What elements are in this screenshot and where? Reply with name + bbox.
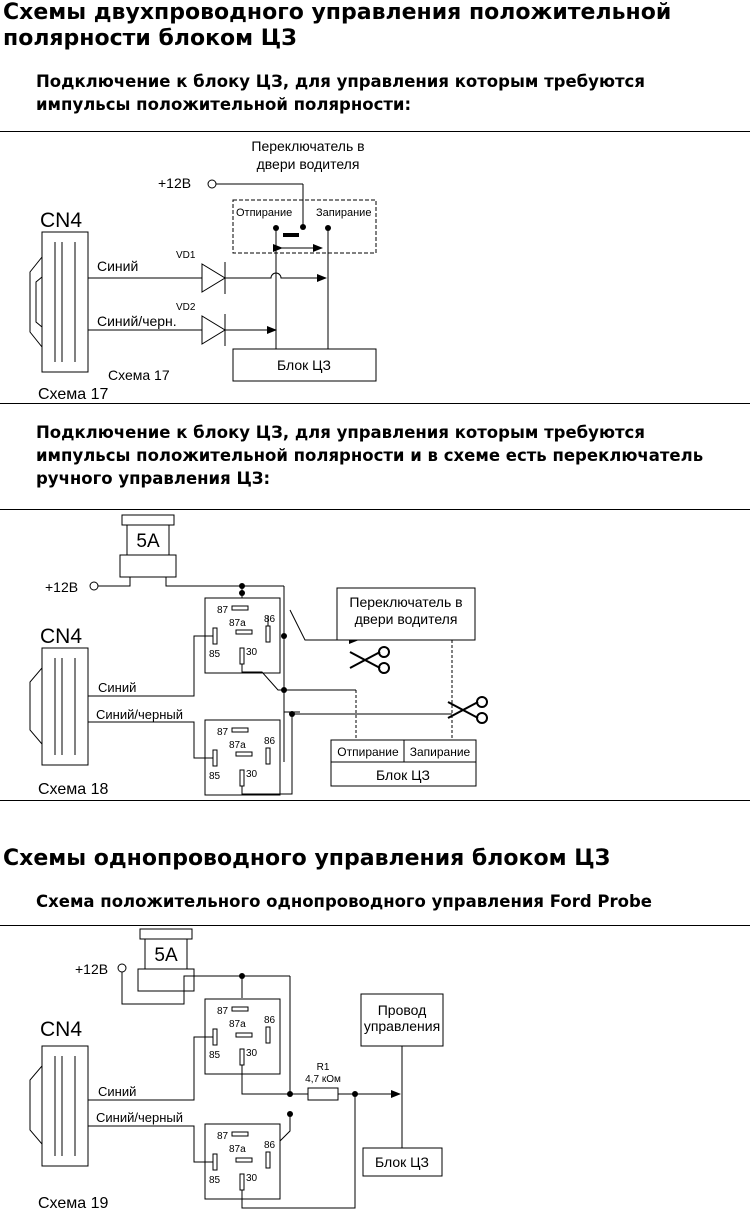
inner-caption: Схема 17	[108, 367, 170, 383]
divider	[0, 131, 750, 132]
pin86: 86	[264, 1140, 276, 1151]
scheme-caption: Схема 17	[38, 386, 109, 403]
divider	[0, 800, 750, 801]
resistor-value: 4,7 кОм	[305, 1074, 341, 1085]
pin87: 87	[217, 727, 229, 738]
section1-subtitle-line2: импульсы положительной полярности:	[36, 95, 412, 114]
switch-label-line2: двери водителя	[257, 156, 360, 172]
connector-cn4	[29, 231, 89, 373]
wire2-label: Синий/черный	[96, 707, 183, 722]
lock-label: Запирание	[410, 745, 471, 759]
diode1-label: VD1	[176, 250, 196, 261]
pin85: 85	[209, 1175, 221, 1186]
divider	[0, 509, 750, 510]
scissors-icon	[349, 646, 390, 674]
scheme17-diagram: CN4 +12В Переключатель в двери водителя …	[29, 138, 377, 403]
pin85: 85	[209, 771, 221, 782]
power-label: +12В	[45, 579, 78, 595]
pin86: 86	[264, 1015, 276, 1026]
section1-subtitle-line1: Подключение к блоку ЦЗ, для управления к…	[36, 72, 645, 91]
control-wire-box	[360, 993, 444, 1047]
connector-label: CN4	[40, 209, 82, 232]
switch-box	[232, 199, 377, 254]
wire1-label: Синий	[97, 258, 138, 274]
unlock-label: Отпирание	[236, 207, 292, 219]
block-label: Блок ЦЗ	[375, 1154, 429, 1170]
divider	[0, 925, 750, 926]
block-label: Блок ЦЗ	[376, 767, 430, 783]
resistor-label: R1	[317, 1062, 330, 1073]
power-terminal	[207, 179, 217, 189]
pin85: 85	[209, 1050, 221, 1061]
section1-title-line2: полярности блоком ЦЗ	[3, 26, 297, 51]
fuse-label: 5А	[154, 945, 178, 966]
power-label: +12В	[158, 175, 191, 191]
switch-label-line1: Переключатель в	[251, 138, 364, 154]
section2-subtitle-line1: Подключение к блоку ЦЗ, для управления к…	[36, 423, 645, 442]
diode1	[201, 263, 226, 293]
pin87a: 87а	[229, 618, 246, 629]
pin30: 30	[246, 769, 258, 780]
switch-label-line1: Переключатель в	[349, 594, 462, 610]
block-box	[232, 348, 377, 382]
section2-subtitle-line2: импульсы положительной полярности и в сх…	[36, 446, 704, 465]
fuse	[119, 514, 177, 578]
control-label-line1: Провод	[378, 1002, 427, 1018]
pin87: 87	[217, 1131, 229, 1142]
connector-label: CN4	[40, 1018, 82, 1041]
pin87a: 87а	[229, 1019, 246, 1030]
section1-title-line1: Схемы двухпроводного управления положите…	[3, 0, 672, 25]
pin87: 87	[217, 605, 229, 616]
section2-subtitle-line3: ручного управления ЦЗ:	[36, 469, 271, 488]
wire1-label: Синий	[98, 680, 136, 695]
pin85: 85	[209, 649, 221, 660]
switch-lever	[283, 233, 299, 237]
scheme-caption: Схема 18	[38, 781, 109, 798]
pin86: 86	[264, 736, 276, 747]
pin87: 87	[217, 1006, 229, 1017]
unlock-label: Отпирание	[337, 745, 399, 759]
lock-label: Запирание	[316, 207, 371, 219]
scheme19-diagram: 5А +12В CN4 87 87а 86 85 30 87 87а 86 85…	[29, 928, 444, 1212]
fuse-label: 5А	[136, 531, 160, 552]
scheme-caption: Схема 19	[38, 1195, 109, 1212]
section3-subtitle: Схема положительного однопроводного упра…	[36, 892, 652, 911]
control-label-line2: управления	[364, 1018, 440, 1034]
diode2-label: VD2	[176, 302, 196, 313]
divider	[0, 403, 750, 404]
connector-cn4	[29, 647, 89, 766]
pin87a: 87а	[229, 1144, 246, 1155]
switch-box	[336, 587, 476, 641]
wire1-label: Синий	[98, 1084, 136, 1099]
connector-label: CN4	[40, 625, 82, 648]
pin86: 86	[264, 614, 276, 625]
block-box	[362, 1147, 443, 1177]
wire2-label: Синий/черный	[96, 1110, 183, 1125]
scheme18-diagram: 5А +12В CN4 87 87а 86 85 30 87 87а 86 85…	[29, 514, 488, 798]
scissors-icon	[447, 696, 488, 724]
pin30: 30	[246, 1048, 258, 1059]
pin30: 30	[246, 647, 258, 658]
switch-label-line2: двери водителя	[355, 611, 458, 627]
fuse	[137, 928, 195, 992]
resistor	[307, 1087, 339, 1101]
connector-cn4	[29, 1045, 89, 1167]
power-terminal	[89, 581, 99, 591]
block-label: Блок ЦЗ	[277, 357, 331, 373]
pin87a: 87а	[229, 740, 246, 751]
diode2	[201, 315, 226, 345]
section3-title: Схемы однопроводного управления блоком Ц…	[3, 846, 611, 871]
wire2-label: Синий/черн.	[97, 313, 177, 329]
power-terminal	[117, 963, 127, 973]
pin30: 30	[246, 1173, 258, 1184]
power-label: +12В	[75, 961, 108, 977]
